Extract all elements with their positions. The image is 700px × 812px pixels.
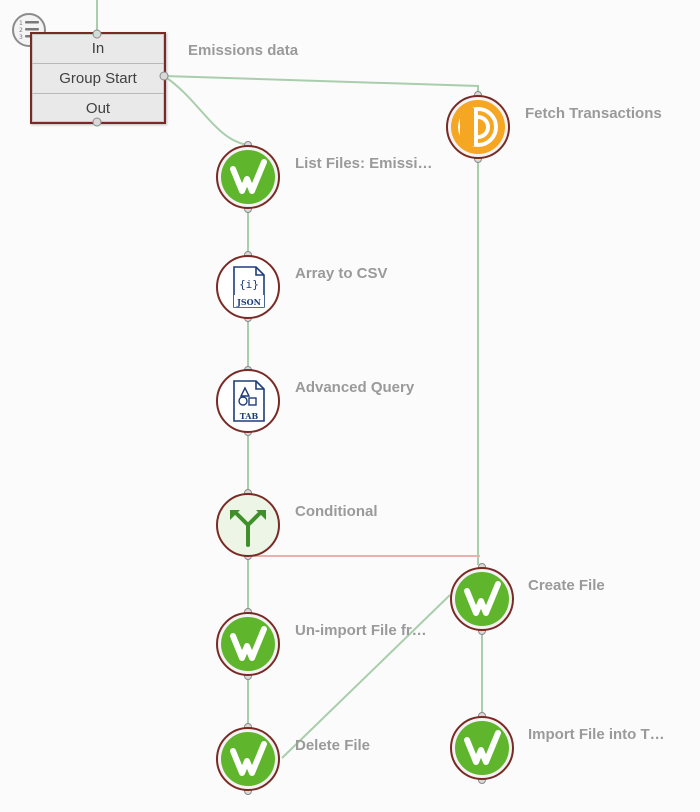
group-row-out: Out: [85, 100, 111, 117]
tab-icon-text: TAB: [240, 411, 259, 421]
conditional-label: Conditional: [295, 503, 378, 520]
create-file-label: Create File: [528, 577, 605, 594]
group-start-port[interactable]: [159, 71, 169, 81]
fetch-transactions-node[interactable]: [446, 95, 510, 159]
edge-delete-to-create: [281, 594, 451, 759]
tab-file-icon: TAB: [216, 369, 280, 433]
conditional-node[interactable]: [216, 493, 280, 557]
fetch-transactions-label: Fetch Transactions: [525, 105, 662, 122]
list-files-node[interactable]: [216, 145, 280, 209]
workiva-check-icon: [450, 567, 514, 631]
svg-text:{i}: {i}: [239, 278, 259, 291]
import-file-node[interactable]: [450, 716, 514, 780]
fetch-icon: [446, 95, 510, 159]
advanced-query-label: Advanced Query: [295, 379, 415, 396]
edge-group-to-list-files: [163, 75, 249, 146]
workiva-check-icon: [216, 145, 280, 209]
workiva-check-icon: [450, 716, 514, 780]
group-in-port[interactable]: [92, 29, 102, 39]
group-row-start: Group Start: [32, 64, 164, 94]
svg-text:2: 2: [19, 27, 23, 34]
array-to-csv-label: Array to CSV: [295, 265, 388, 282]
group-out-port[interactable]: [92, 117, 102, 127]
json-icon-text: JSON: [236, 297, 261, 307]
svg-text:3: 3: [19, 34, 23, 41]
advanced-query-node[interactable]: TAB: [216, 369, 280, 433]
workiva-check-icon: [216, 727, 280, 791]
delete-file-node[interactable]: [216, 727, 280, 791]
unimport-file-label: Un-import File fr…: [295, 622, 427, 639]
import-file-label: Import File into T…: [528, 726, 665, 743]
group-title: Emissions data: [188, 42, 299, 59]
branch-icon: [216, 493, 280, 557]
delete-file-label: Delete File: [295, 737, 371, 754]
unimport-file-node[interactable]: [216, 612, 280, 676]
list-files-label: List Files: Emissi…: [295, 155, 433, 172]
workiva-check-icon: [216, 612, 280, 676]
create-file-node[interactable]: [450, 567, 514, 631]
array-to-csv-node[interactable]: {i} JSON: [216, 255, 280, 319]
group-row-in: In: [32, 34, 164, 64]
json-file-icon: {i} JSON: [216, 255, 280, 319]
svg-text:1: 1: [19, 20, 23, 27]
